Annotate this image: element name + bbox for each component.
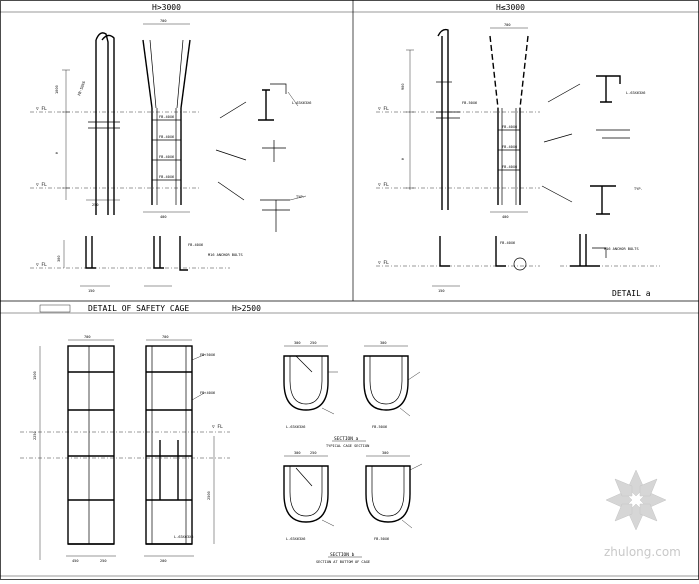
sec-a-fb: FB-50X6 <box>372 425 387 429</box>
heading-h-less-3000: H≤3000 <box>496 3 525 12</box>
weld-details-right: L-63X63X6 TYP. <box>541 75 645 215</box>
watermark-text: zhulong.com <box>604 545 681 559</box>
floor-mark-bottom-1: ▽ FL <box>212 424 223 430</box>
cage-elevation-front: 700 1500 2250 ▽ FL 450 250 <box>20 335 230 563</box>
fb-40-left-4: FB-40X6 <box>159 175 174 179</box>
section-b-left: 300 250 L-63X63X6 <box>283 451 335 541</box>
sec-b-dim-1: 300 <box>294 451 301 455</box>
fb-40-left-5: FB-40X6 <box>188 243 203 247</box>
section-b-title: SECTION b <box>330 552 355 558</box>
dim-450-cage: 450 <box>72 559 79 563</box>
ladder-side-view-right: ▽ FL ▽ FL 900 H FB-50X6 <box>376 28 540 210</box>
anchor-note-left: M16 ANCHOR BOLTS <box>208 253 243 257</box>
sec-a-dim-2: 250 <box>310 341 317 345</box>
angle-label-2: L-63X63X6 <box>626 91 645 95</box>
floor-mark-left-1: ▽ FL <box>36 106 47 112</box>
fb-40-left-3: FB-40X6 <box>159 155 174 159</box>
ladder-side-view-left: ▽ FL ▽ FL 1000 H FB-50X6 250 <box>30 32 200 215</box>
sec-a-dim-1: 300 <box>294 341 301 345</box>
anchor-note-right: M16 ANCHOR BOLTS <box>604 247 639 251</box>
dim-400-left: 400 <box>160 215 167 219</box>
angle-side: L-63X63X6 <box>174 535 193 539</box>
fb-50-side: FB-50X6 <box>200 353 215 357</box>
dim-150-right: 150 <box>438 289 445 293</box>
heading-h-greater-3000: H>3000 <box>152 3 181 12</box>
detail-a-marker <box>513 257 527 271</box>
dim-2500-side: 2500 <box>207 491 211 500</box>
floor-mark-right-1: ▽ FL <box>378 106 389 112</box>
heading-safety-cage: DETAIL OF SAFETY CAGE <box>88 304 189 313</box>
fb-40-right-2: FB-40X6 <box>502 145 517 149</box>
floor-mark-left-2: ▽ FL <box>36 182 47 188</box>
dim-250-left: 250 <box>92 203 99 207</box>
fb-40-right-1: FB-40X6 <box>502 125 517 129</box>
dim-1000-left: 1000 <box>55 85 59 94</box>
dim-700-cage: 700 <box>84 335 91 339</box>
section-a-subtitle: TYPICAL CAGE SECTION <box>326 444 369 448</box>
dim-300-left: 300 <box>57 256 61 263</box>
base-details-right: ▽ FL FB-40X6 M16 ANCHOR BOLTS DETAIL a 1… <box>376 234 660 298</box>
fb-40-left-2: FB-40X6 <box>159 135 174 139</box>
dim-700-left: 700 <box>160 19 167 23</box>
section-a-title: SECTION a <box>334 436 359 442</box>
dim-900-right: 900 <box>401 84 405 91</box>
dim-400-right: 400 <box>502 215 509 219</box>
dim-200-side: 200 <box>160 559 167 563</box>
sec-a-dim-3: 300 <box>380 341 387 345</box>
detail-a-label: DETAIL a <box>612 289 651 298</box>
sec-b-dim-2: 250 <box>310 451 317 455</box>
section-a-right: 300 FB-50X6 <box>363 341 421 429</box>
cage-front-view-left: 700 FB-40X6 FB-40X6 FB-40X6 FB-40X6 400 <box>142 19 191 219</box>
watermark-logo <box>605 469 667 531</box>
section-b-subtitle: SECTION AT BOTTOM OF CAGE <box>316 560 370 564</box>
fb-40-side: FB-40X6 <box>200 391 215 395</box>
dim-1500-cage: 1500 <box>33 371 37 380</box>
heading-h-greater-2500: H>2500 <box>232 304 261 313</box>
sec-b-fb: FB-50X6 <box>374 537 389 541</box>
section-a-left: 300 250 L-63X63X6 <box>283 341 338 429</box>
fb-40-right-3: FB-40X6 <box>502 165 517 169</box>
fb-40-left-1: FB-40X6 <box>159 115 174 119</box>
section-b-right: 300 FB-50X6 <box>365 451 423 541</box>
base-details-left: ▽ FL 300 FB-40X6 M16 ANCHOR BOLTS 150 <box>30 236 243 293</box>
dim-700-side: 700 <box>162 335 169 339</box>
dim-150-left: 150 <box>88 289 95 293</box>
floor-mark-right-3: ▽ FL <box>378 260 389 266</box>
sec-b-angle: L-63X63X6 <box>286 537 305 541</box>
weld-note-2: TYP. <box>634 187 643 191</box>
sec-a-angle: L-63X63X6 <box>286 425 305 429</box>
fb-label-right: FB-50X6 <box>462 101 477 105</box>
fb-label-left: FB-50X6 <box>77 81 86 97</box>
cage-elevation-side: 700 FB-50X6 FB-40X6 2500 L-63X63X6 200 <box>144 335 215 563</box>
angle-label-1: L-63X63X6 <box>292 101 311 105</box>
dim-250-cage: 250 <box>100 559 107 563</box>
weld-details-left: L-63X63X6 TYP. <box>215 83 311 232</box>
cage-front-view-right: 700 FB-40X6 FB-40X6 FB-40X6 400 <box>489 23 529 219</box>
dim-h-right: H <box>401 158 405 160</box>
fb-40-right-4: FB-40X6 <box>500 241 515 245</box>
floor-mark-right-2: ▽ FL <box>378 182 389 188</box>
dim-700-right: 700 <box>504 23 511 27</box>
sec-b-dim-3: 300 <box>382 451 389 455</box>
weld-note-1: TYP. <box>296 195 305 199</box>
floor-mark-left-3: ▽ FL <box>36 262 47 268</box>
dim-h-left: H <box>55 152 59 154</box>
title-tag <box>39 304 71 313</box>
dim-2250-cage: 2250 <box>33 431 37 440</box>
